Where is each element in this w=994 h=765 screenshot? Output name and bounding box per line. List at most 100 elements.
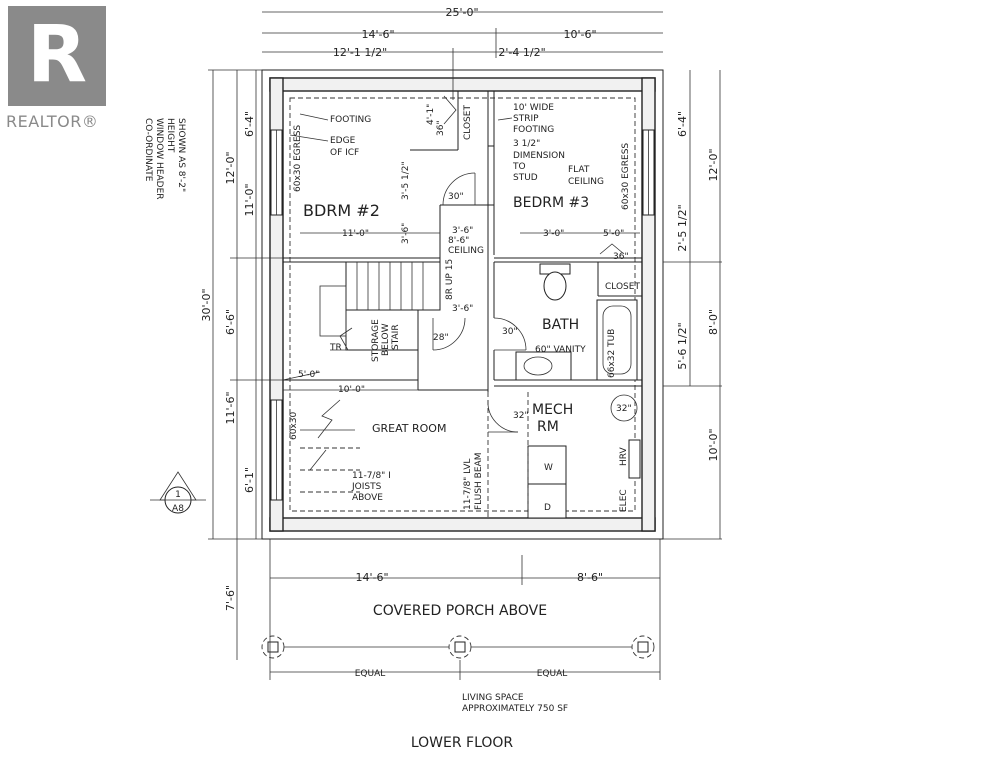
dim-right-d: 8'-0": [707, 309, 720, 335]
porch-columns: [261, 635, 655, 659]
door-32-mech: 32": [513, 411, 529, 421]
ceiling-label: CEILING: [448, 246, 484, 256]
floor-title: LOWER FLOOR: [411, 735, 514, 751]
dryer-label: D: [544, 503, 551, 513]
washer-label: W: [544, 463, 553, 473]
dim-left-g: 7'-6": [224, 585, 237, 611]
joists-2: JOISTS: [351, 482, 382, 492]
dim-right-b: 12'-0": [707, 148, 720, 181]
realtor-logo: R REALTOR®: [6, 6, 114, 134]
dim-11-0: 11'-0": [342, 229, 369, 239]
dim-5-0-a: 5'-0": [603, 229, 624, 239]
dim-5-0-b: 5'-0": [298, 370, 319, 380]
living-space-1: LIVING SPACE: [462, 693, 524, 703]
note-line: SHOWN AS 8'-2": [176, 118, 186, 192]
dim-bottom-right: 8'-6": [577, 571, 603, 584]
living-space-2: APPROXIMATELY 750 SF: [462, 704, 568, 714]
dim-top-right: 10'-6": [563, 28, 596, 41]
flat-ceiling-1: FLAT: [568, 165, 590, 175]
door-36-bath: 36": [613, 252, 629, 262]
door-30-bath: 30": [502, 327, 518, 337]
storage-1: STORAGE: [371, 319, 381, 362]
tub-label: 66x32 TUB: [607, 329, 617, 378]
flat-ceiling-2: CEILING: [568, 177, 604, 187]
beam-2: FLUSH BEAM: [474, 453, 484, 510]
dim-3-6-c: 3'-6": [452, 304, 473, 314]
strip-footing-3: FOOTING: [513, 125, 554, 135]
room-bedrm-3: BEDRM #3: [513, 195, 589, 211]
dim-3-6-a: 3'-6": [401, 223, 411, 244]
dim-right-c: 2'-5 1/2": [676, 204, 689, 251]
trash-receptacle: TR: [329, 343, 342, 353]
storage-3: STAIR: [391, 324, 401, 350]
vanity-label: 60" VANITY: [535, 345, 586, 355]
section-sheet: A8: [172, 504, 184, 514]
strip-footing-1: 10' WIDE: [513, 103, 554, 113]
room-bath: BATH: [542, 317, 579, 333]
dim-equal-right: EQUAL: [537, 669, 568, 679]
room-mech-rm: RM: [537, 419, 559, 435]
dim-to-stud-3: TO: [512, 162, 526, 172]
dim-top-b: 2'-4 1/2": [498, 46, 545, 59]
dim-overall-depth: 30'-0": [200, 288, 213, 321]
egress-left: 60x30 EGRESS: [293, 125, 303, 192]
dim-equal-left: EQUAL: [355, 669, 386, 679]
dim-to-stud-1: 3 1/2": [513, 139, 540, 149]
dim-left-f: 6'-1": [243, 467, 256, 493]
dim-right-a: 6'-4": [676, 111, 689, 137]
framing: [300, 392, 529, 518]
window-great-room: 60x30: [289, 411, 299, 440]
dim-left-c: 11'-0": [243, 183, 256, 216]
door-28: 28": [433, 333, 449, 343]
dim-left-b: 6'-4": [243, 111, 256, 137]
elec-label: ELEC: [619, 489, 629, 512]
closet-bath: CLOSET: [605, 282, 640, 292]
joists-1: 11-7/8" I: [352, 471, 391, 481]
plumbing-fixtures: [515, 263, 641, 519]
dim-3-5: 3'-5 1/2": [401, 161, 411, 200]
dim-to-stud-2: DIMENSION: [513, 151, 565, 161]
dim-3-6-b: 3'-6": [452, 226, 473, 236]
beam-1: 11-7/8" LVL: [463, 459, 473, 510]
dim-bottom-left: 14'-6": [355, 571, 388, 584]
storage-2: BELOW: [381, 323, 391, 356]
note-line: HEIGHT: [165, 118, 175, 153]
realtor-wordmark: REALTOR®: [6, 112, 99, 131]
closet-top: CLOSET: [463, 105, 473, 140]
dim-top-a: 12'-1 1/2": [333, 46, 387, 59]
section-marker: 1 A8: [150, 471, 206, 514]
section-number: 1: [175, 490, 181, 500]
dim-left-e: 11'-6": [224, 391, 237, 424]
room-bdrm-2: BDRM #2: [303, 201, 380, 220]
doors: [432, 95, 625, 433]
dim-overall-width: 25'-0": [445, 6, 478, 19]
dim-to-stud-4: STUD: [513, 173, 538, 183]
door-36-top: 36": [436, 120, 446, 136]
dim-4-1: 4'-1": [426, 104, 436, 125]
window-header-note: CO-ORDINATE WINDOW HEADER HEIGHT SHOWN A…: [143, 118, 186, 200]
dim-top-left: 14'-6": [361, 28, 394, 41]
dim-left-d: 6'-6": [224, 309, 237, 335]
egress-right: 60x30 EGRESS: [621, 143, 631, 210]
dim-10-0: 10'-0": [338, 385, 365, 395]
dim-left-a: 12'-0": [224, 151, 237, 184]
porch-label: COVERED PORCH ABOVE: [373, 603, 547, 619]
joists-3: ABOVE: [352, 493, 383, 503]
dim-right-f: 10'-0": [707, 428, 720, 461]
edge-note: EDGE: [330, 136, 356, 146]
realtor-logo-mark: R: [8, 6, 106, 106]
strip-footing-2: STRIP: [513, 114, 539, 124]
windows: [270, 129, 655, 501]
ceiling-height: 8'-6": [448, 236, 469, 246]
water-heater-32: 32": [616, 404, 632, 414]
room-great-room: GREAT ROOM: [372, 422, 446, 435]
dimension-lines: [208, 11, 722, 680]
room-mech: MECH: [532, 402, 573, 418]
edge-note-2: OF ICF: [330, 148, 359, 158]
dim-3-0: 3'-0": [543, 229, 564, 239]
dim-right-e: 5'-6 1/2": [676, 322, 689, 369]
note-line: WINDOW HEADER: [154, 118, 164, 200]
note-line: CO-ORDINATE: [143, 118, 153, 182]
stair-up: 8R UP 15: [445, 259, 455, 300]
